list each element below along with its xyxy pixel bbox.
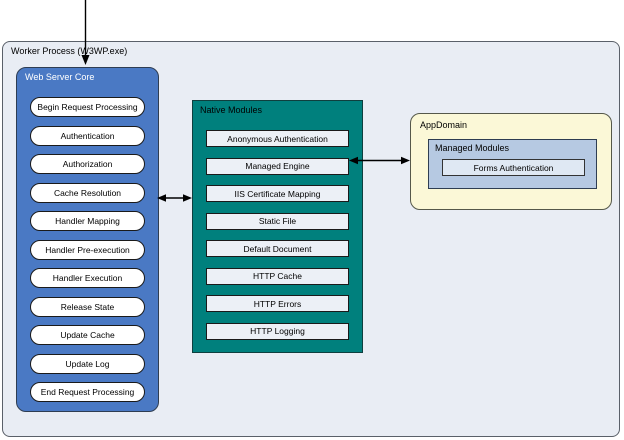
pipeline-event-list: Begin Request Processing Authentication …	[17, 97, 158, 402]
pipeline-event-cache-resolution: Cache Resolution	[30, 182, 145, 203]
native-module-http-errors: HTTP Errors	[206, 295, 349, 312]
native-modules-label: Native Modules	[200, 105, 263, 115]
pipeline-event-handler-execution: Handler Execution	[30, 268, 145, 288]
pipeline-event-release-state: Release State	[30, 296, 145, 317]
native-module-http-logging: HTTP Logging	[206, 322, 349, 340]
managed-modules-container: Managed Modules Forms Authentication	[428, 139, 597, 189]
worker-process-label: Worker Process (W3WP.exe)	[11, 46, 128, 56]
web-server-core-label: Web Server Core	[25, 72, 95, 82]
pipeline-event-update-log: Update Log	[30, 353, 145, 374]
native-module-list: Anonymous Authentication Managed Engine …	[193, 130, 362, 340]
pipeline-event-authentication: Authentication	[30, 125, 145, 146]
managed-module-forms-authentication: Forms Authentication	[442, 159, 585, 176]
pipeline-event-handler-pre-execution: Handler Pre-execution	[30, 239, 145, 260]
native-module-static-file: Static File	[206, 212, 349, 230]
pipeline-event-handler-mapping: Handler Mapping	[30, 211, 145, 231]
native-module-iis-certificate-mapping: IIS Certificate Mapping	[206, 185, 349, 202]
worker-process-container: Worker Process (W3WP.exe) Web Server Cor…	[2, 41, 620, 437]
managed-modules-label: Managed Modules	[435, 143, 510, 153]
app-domain-label: AppDomain	[420, 120, 468, 130]
app-domain-container: AppDomain Managed Modules Forms Authenti…	[410, 113, 612, 210]
native-module-http-cache: HTTP Cache	[206, 267, 349, 285]
pipeline-event-begin-request-processing: Begin Request Processing	[30, 97, 145, 117]
native-module-default-document: Default Document	[206, 240, 349, 257]
native-module-managed-engine: Managed Engine	[206, 157, 349, 175]
pipeline-event-end-request-processing: End Request Processing	[30, 382, 145, 402]
native-modules-container: Native Modules Anonymous Authentication …	[192, 100, 363, 353]
native-module-anonymous-authentication: Anonymous Authentication	[206, 130, 349, 147]
pipeline-event-authorization: Authorization	[30, 154, 145, 174]
web-server-core-container: Web Server Core Begin Request Processing…	[16, 67, 159, 412]
pipeline-event-update-cache: Update Cache	[30, 325, 145, 345]
